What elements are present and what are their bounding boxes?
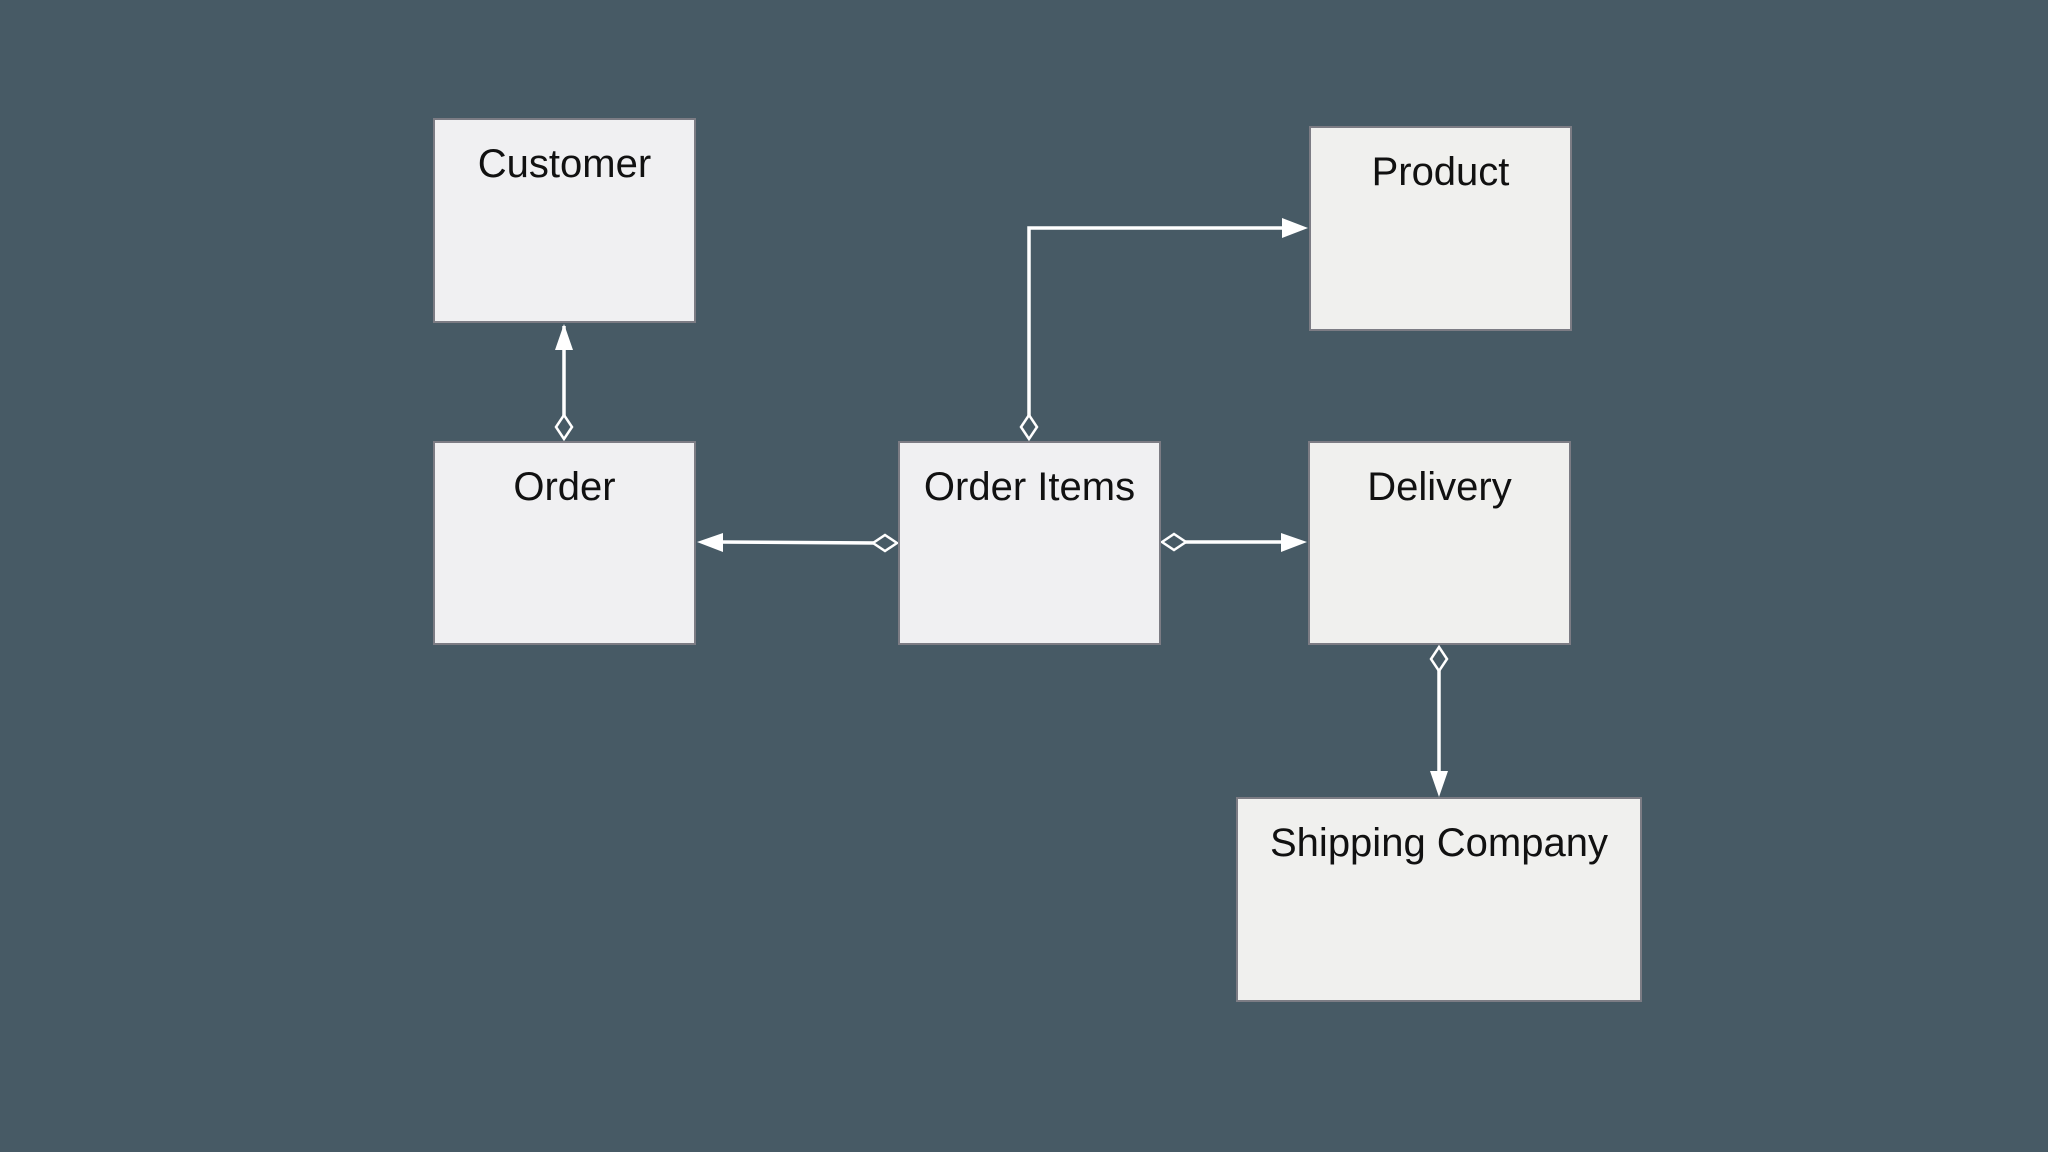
connector-order-customer — [554, 324, 574, 442]
connector-delivery-shipping — [1429, 644, 1449, 797]
entity-label: Delivery — [1367, 465, 1512, 509]
entity-label: Shipping Company — [1270, 821, 1608, 865]
diamond-icon — [1159, 532, 1189, 552]
entity-label: Order Items — [923, 465, 1136, 509]
arrowhead-icon — [1282, 218, 1308, 238]
entity-order-items[interactable]: Order Items — [898, 441, 1161, 645]
entity-customer[interactable]: Customer — [433, 118, 696, 323]
diamond-icon — [554, 412, 574, 442]
diamond-icon — [870, 533, 900, 553]
entity-shipping-company[interactable]: Shipping Company — [1236, 797, 1642, 1002]
arrowhead-icon — [1281, 533, 1307, 552]
arrowhead-icon — [697, 533, 723, 552]
entity-order[interactable]: Order — [433, 441, 696, 645]
diamond-icon — [1019, 412, 1039, 442]
entity-product[interactable]: Product — [1309, 126, 1572, 331]
diamond-icon — [1429, 644, 1449, 674]
entity-delivery[interactable]: Delivery — [1308, 441, 1571, 645]
connector-orderitems-order — [697, 533, 900, 553]
entity-label: Product — [1371, 150, 1510, 194]
connector-orderitems-delivery — [1159, 532, 1307, 552]
entity-label: Order — [513, 465, 616, 509]
arrowhead-icon — [555, 324, 573, 350]
connector-orderitems-product — [1019, 218, 1308, 442]
arrowhead-icon — [1430, 771, 1448, 797]
entity-label: Customer — [477, 142, 652, 186]
